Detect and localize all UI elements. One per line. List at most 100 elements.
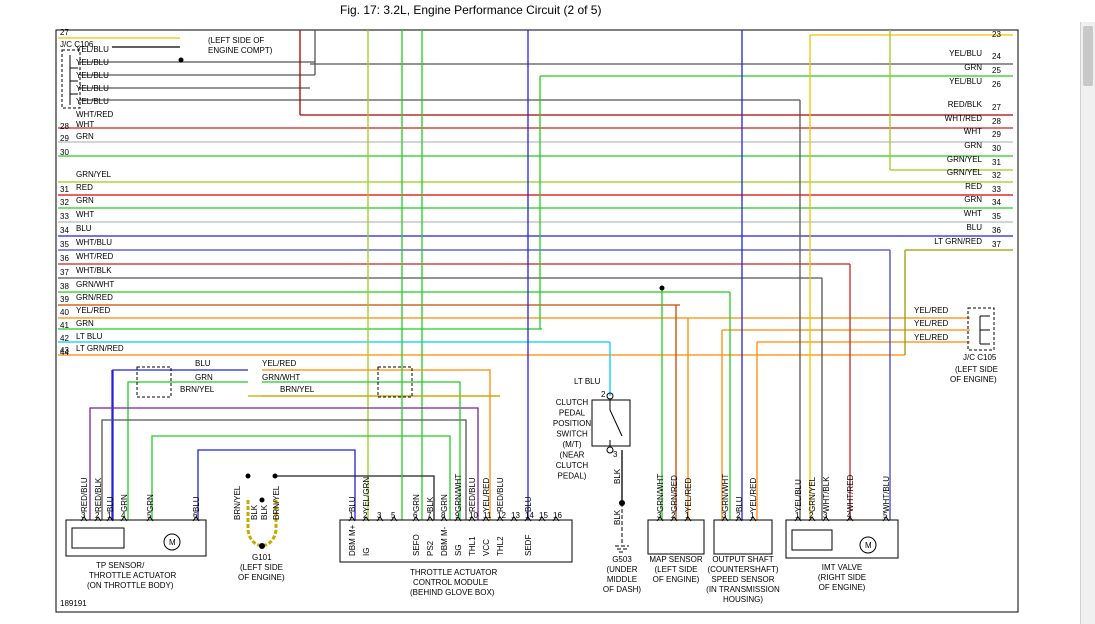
vertical-scrollbar[interactable] (1080, 22, 1095, 624)
pin-number: 12 (497, 511, 506, 520)
left-row-num: 31 (60, 185, 69, 194)
splice-dot (178, 57, 184, 63)
left-row-num: 38 (60, 282, 69, 291)
tacm-terminal: VCC (482, 539, 491, 556)
right-row-label: GRN/YEL (947, 155, 983, 164)
pin-arrow-icon (684, 516, 692, 522)
tacm-title-2: CONTROL MODULE (413, 578, 488, 587)
left-row-num: 34 (60, 226, 69, 235)
pin-number: 2 (736, 511, 741, 520)
splice-connector-left-icon (136, 366, 172, 398)
title-line: (NEAR (560, 451, 585, 460)
pin-number: 1 (750, 511, 755, 520)
right-row-label: WHT (964, 209, 982, 218)
pin-wire-label: GRN (412, 494, 421, 512)
pin-arrow-icon (670, 516, 678, 522)
tacm-terminal: THL2 (496, 536, 505, 556)
clutch-pin-3: 3 (613, 450, 618, 459)
g101-ground-icon (246, 500, 278, 549)
g503-wire: BLK (613, 509, 622, 525)
pin-arrow-icon (496, 516, 504, 522)
pin-number: 11 (483, 511, 492, 520)
left-row-label: GRN/YEL (76, 170, 112, 179)
left-row-label: WHT (76, 120, 94, 129)
pin-arrow-icon (106, 516, 114, 522)
pin-arrow-icon (94, 516, 102, 522)
title-line: CLUTCH (556, 398, 589, 407)
pin-wire-label: BLU (348, 496, 357, 512)
g101-wire-1: BRN/YEL (233, 485, 242, 520)
pin-wire-label: GRN/WHT (454, 474, 463, 512)
tacm-terminal: SEFO (412, 534, 421, 556)
clutch-wire-bot: BLK (613, 468, 622, 484)
pin-wire-label: GRN (146, 494, 155, 512)
pin-arrow-icon (440, 516, 448, 522)
pin-number: 1 (685, 511, 690, 520)
pin-arrow-icon (192, 516, 200, 522)
jc-c105-note-1: (LEFT SIDE (955, 365, 998, 374)
title-line: MIDDLE (607, 575, 637, 584)
pin-arrow-icon (426, 516, 434, 522)
left-row-label: YEL/RED (76, 306, 110, 315)
feeder-wire (275, 475, 435, 520)
pin-arrow-icon (510, 516, 518, 522)
feeder-wire (112, 369, 248, 520)
pin-arrow-icon (794, 516, 802, 522)
pin-wire-label: YEL/RED (749, 478, 758, 512)
pin-arrow-icon (482, 516, 490, 522)
splice-bot-right: BRN/YEL (280, 385, 315, 394)
pin-wire-label: YEL/RED (684, 478, 693, 512)
clutch-switch-icon (609, 400, 623, 446)
g101-title-1: G101 (252, 553, 272, 562)
right-row-num: 37 (992, 240, 1001, 249)
g101-wire-4: BRN/YEL (272, 485, 281, 520)
left-row-num: 29 (60, 134, 69, 143)
pin-wire-label: RED/BLK (94, 477, 103, 512)
jc-c106-label: J/C C106 (60, 40, 94, 49)
title-line: MAP SENSOR (649, 555, 702, 564)
title-line: PEDAL (559, 409, 586, 418)
right-row-num: 35 (992, 212, 1001, 221)
pin-number: 3 (722, 511, 727, 520)
pin-arrow-icon (120, 516, 128, 522)
left-row-label: BLU (76, 224, 92, 233)
clutch-wire-top: LT BLU (574, 377, 601, 386)
title-line: OUTPUT SHAFT (712, 555, 773, 564)
left-row-label: YEL/BLU (76, 58, 109, 67)
pin-arrow-icon (846, 516, 854, 522)
left-row-label: YEL/BLU (76, 97, 109, 106)
pin-wire-label: WHT/BLK (822, 476, 831, 512)
pin-number: 16 (553, 511, 562, 520)
pin-arrow-icon (822, 516, 830, 522)
scrollbar-thumb[interactable] (1083, 26, 1093, 86)
jc-c106-note-2: ENGINE COMPT) (208, 46, 273, 55)
jc-c105-pin-3: YEL/RED (914, 333, 948, 342)
clutch-title: CLUTCHPEDALPOSITIONSWITCH(M/T)(NEARCLUTC… (553, 398, 591, 481)
pin-number: 2 (809, 511, 814, 520)
pin-number: 9 (455, 511, 460, 520)
tacm-title-1: THROTTLE ACTUATOR (410, 568, 497, 577)
right-row-label: GRN (964, 141, 982, 150)
left-row-num: 44 (60, 348, 69, 357)
pin-wire-label: BLU (106, 496, 115, 512)
wires-layer (58, 30, 1013, 520)
feeder-wire (101, 419, 467, 520)
left-row-num: 43 (60, 346, 69, 355)
right-row-num: 29 (992, 130, 1001, 139)
pin-number: 10 (469, 511, 478, 520)
pin-wire-label: GRN (120, 494, 129, 512)
imt-motor-label: M (865, 541, 872, 550)
splice-dot (245, 473, 251, 479)
pin-wire-label: RED/BLU (496, 477, 505, 512)
imt-valve-box (785, 519, 899, 559)
left-row-num: 37 (60, 268, 69, 277)
right-row-label: RED (965, 182, 982, 191)
left-row-label: YEL/BLU (76, 84, 109, 93)
left-row-label: GRN (76, 319, 94, 328)
output-shaft-box (713, 519, 773, 555)
right-row-num: 24 (992, 52, 1001, 61)
